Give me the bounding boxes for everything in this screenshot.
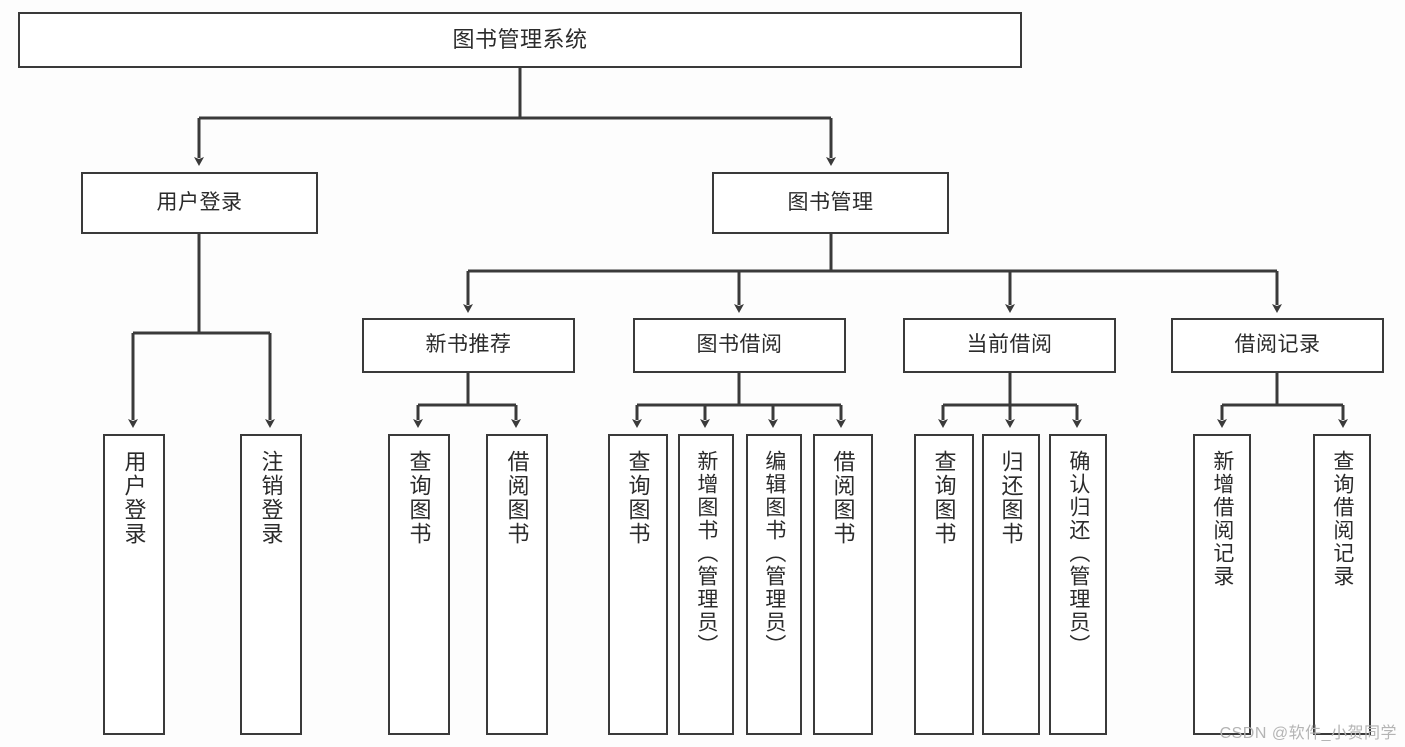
leaf-confirm-return-admin[interactable]: 确认归还（管理员）	[1049, 434, 1107, 735]
node-label: 归还图书	[998, 450, 1024, 546]
node-label: 新增借阅记录	[1210, 450, 1234, 588]
leaf-query-borrow-record[interactable]: 查询借阅记录	[1313, 434, 1371, 735]
leaf-user-login[interactable]: 用户登录	[103, 434, 165, 735]
node-label: 图书管理系统	[452, 27, 588, 53]
watermark-text: CSDN @软件_小贺同学	[1219, 725, 1397, 742]
leaf-add-book-admin[interactable]: 新增图书（管理员）	[678, 434, 734, 735]
node-label: 借阅图书	[830, 450, 856, 546]
node-borrow-records[interactable]: 借阅记录	[1171, 318, 1384, 373]
node-user-login[interactable]: 用户登录	[81, 172, 318, 234]
node-label: 借阅图书	[504, 450, 530, 546]
node-label: 查询图书	[625, 450, 651, 546]
leaf-borrow-book-newbook[interactable]: 借阅图书	[486, 434, 548, 735]
node-label: 图书管理	[787, 190, 874, 214]
node-label: 查询图书	[406, 450, 432, 546]
leaf-borrow-book[interactable]: 借阅图书	[813, 434, 873, 735]
leaf-query-book-newbook[interactable]: 查询图书	[388, 434, 450, 735]
node-label: 新书推荐	[425, 333, 512, 357]
leaf-add-borrow-record[interactable]: 新增借阅记录	[1193, 434, 1251, 735]
node-label: 当前借阅	[966, 333, 1053, 357]
node-book-borrow[interactable]: 图书借阅	[633, 318, 846, 373]
leaf-edit-book-admin[interactable]: 编辑图书（管理员）	[746, 434, 802, 735]
node-label: 注销登录	[258, 450, 284, 546]
node-root-system[interactable]: 图书管理系统	[18, 12, 1022, 68]
node-label: 用户登录	[121, 450, 147, 546]
node-label: 编辑图书（管理员）	[762, 450, 786, 657]
node-label: 查询图书	[931, 450, 957, 546]
leaf-query-book-current[interactable]: 查询图书	[914, 434, 974, 735]
node-label: 新增图书（管理员）	[694, 450, 718, 657]
node-label: 图书借阅	[696, 333, 783, 357]
leaf-query-book-borrow[interactable]: 查询图书	[608, 434, 668, 735]
node-current-borrow[interactable]: 当前借阅	[903, 318, 1116, 373]
node-book-management[interactable]: 图书管理	[712, 172, 949, 234]
leaf-user-logout[interactable]: 注销登录	[240, 434, 302, 735]
node-label: 查询借阅记录	[1330, 450, 1354, 588]
node-label: 用户登录	[156, 190, 243, 214]
node-label: 确认归还（管理员）	[1066, 450, 1090, 657]
leaf-return-book[interactable]: 归还图书	[982, 434, 1040, 735]
node-new-book-recommend[interactable]: 新书推荐	[362, 318, 575, 373]
node-label: 借阅记录	[1234, 333, 1321, 357]
